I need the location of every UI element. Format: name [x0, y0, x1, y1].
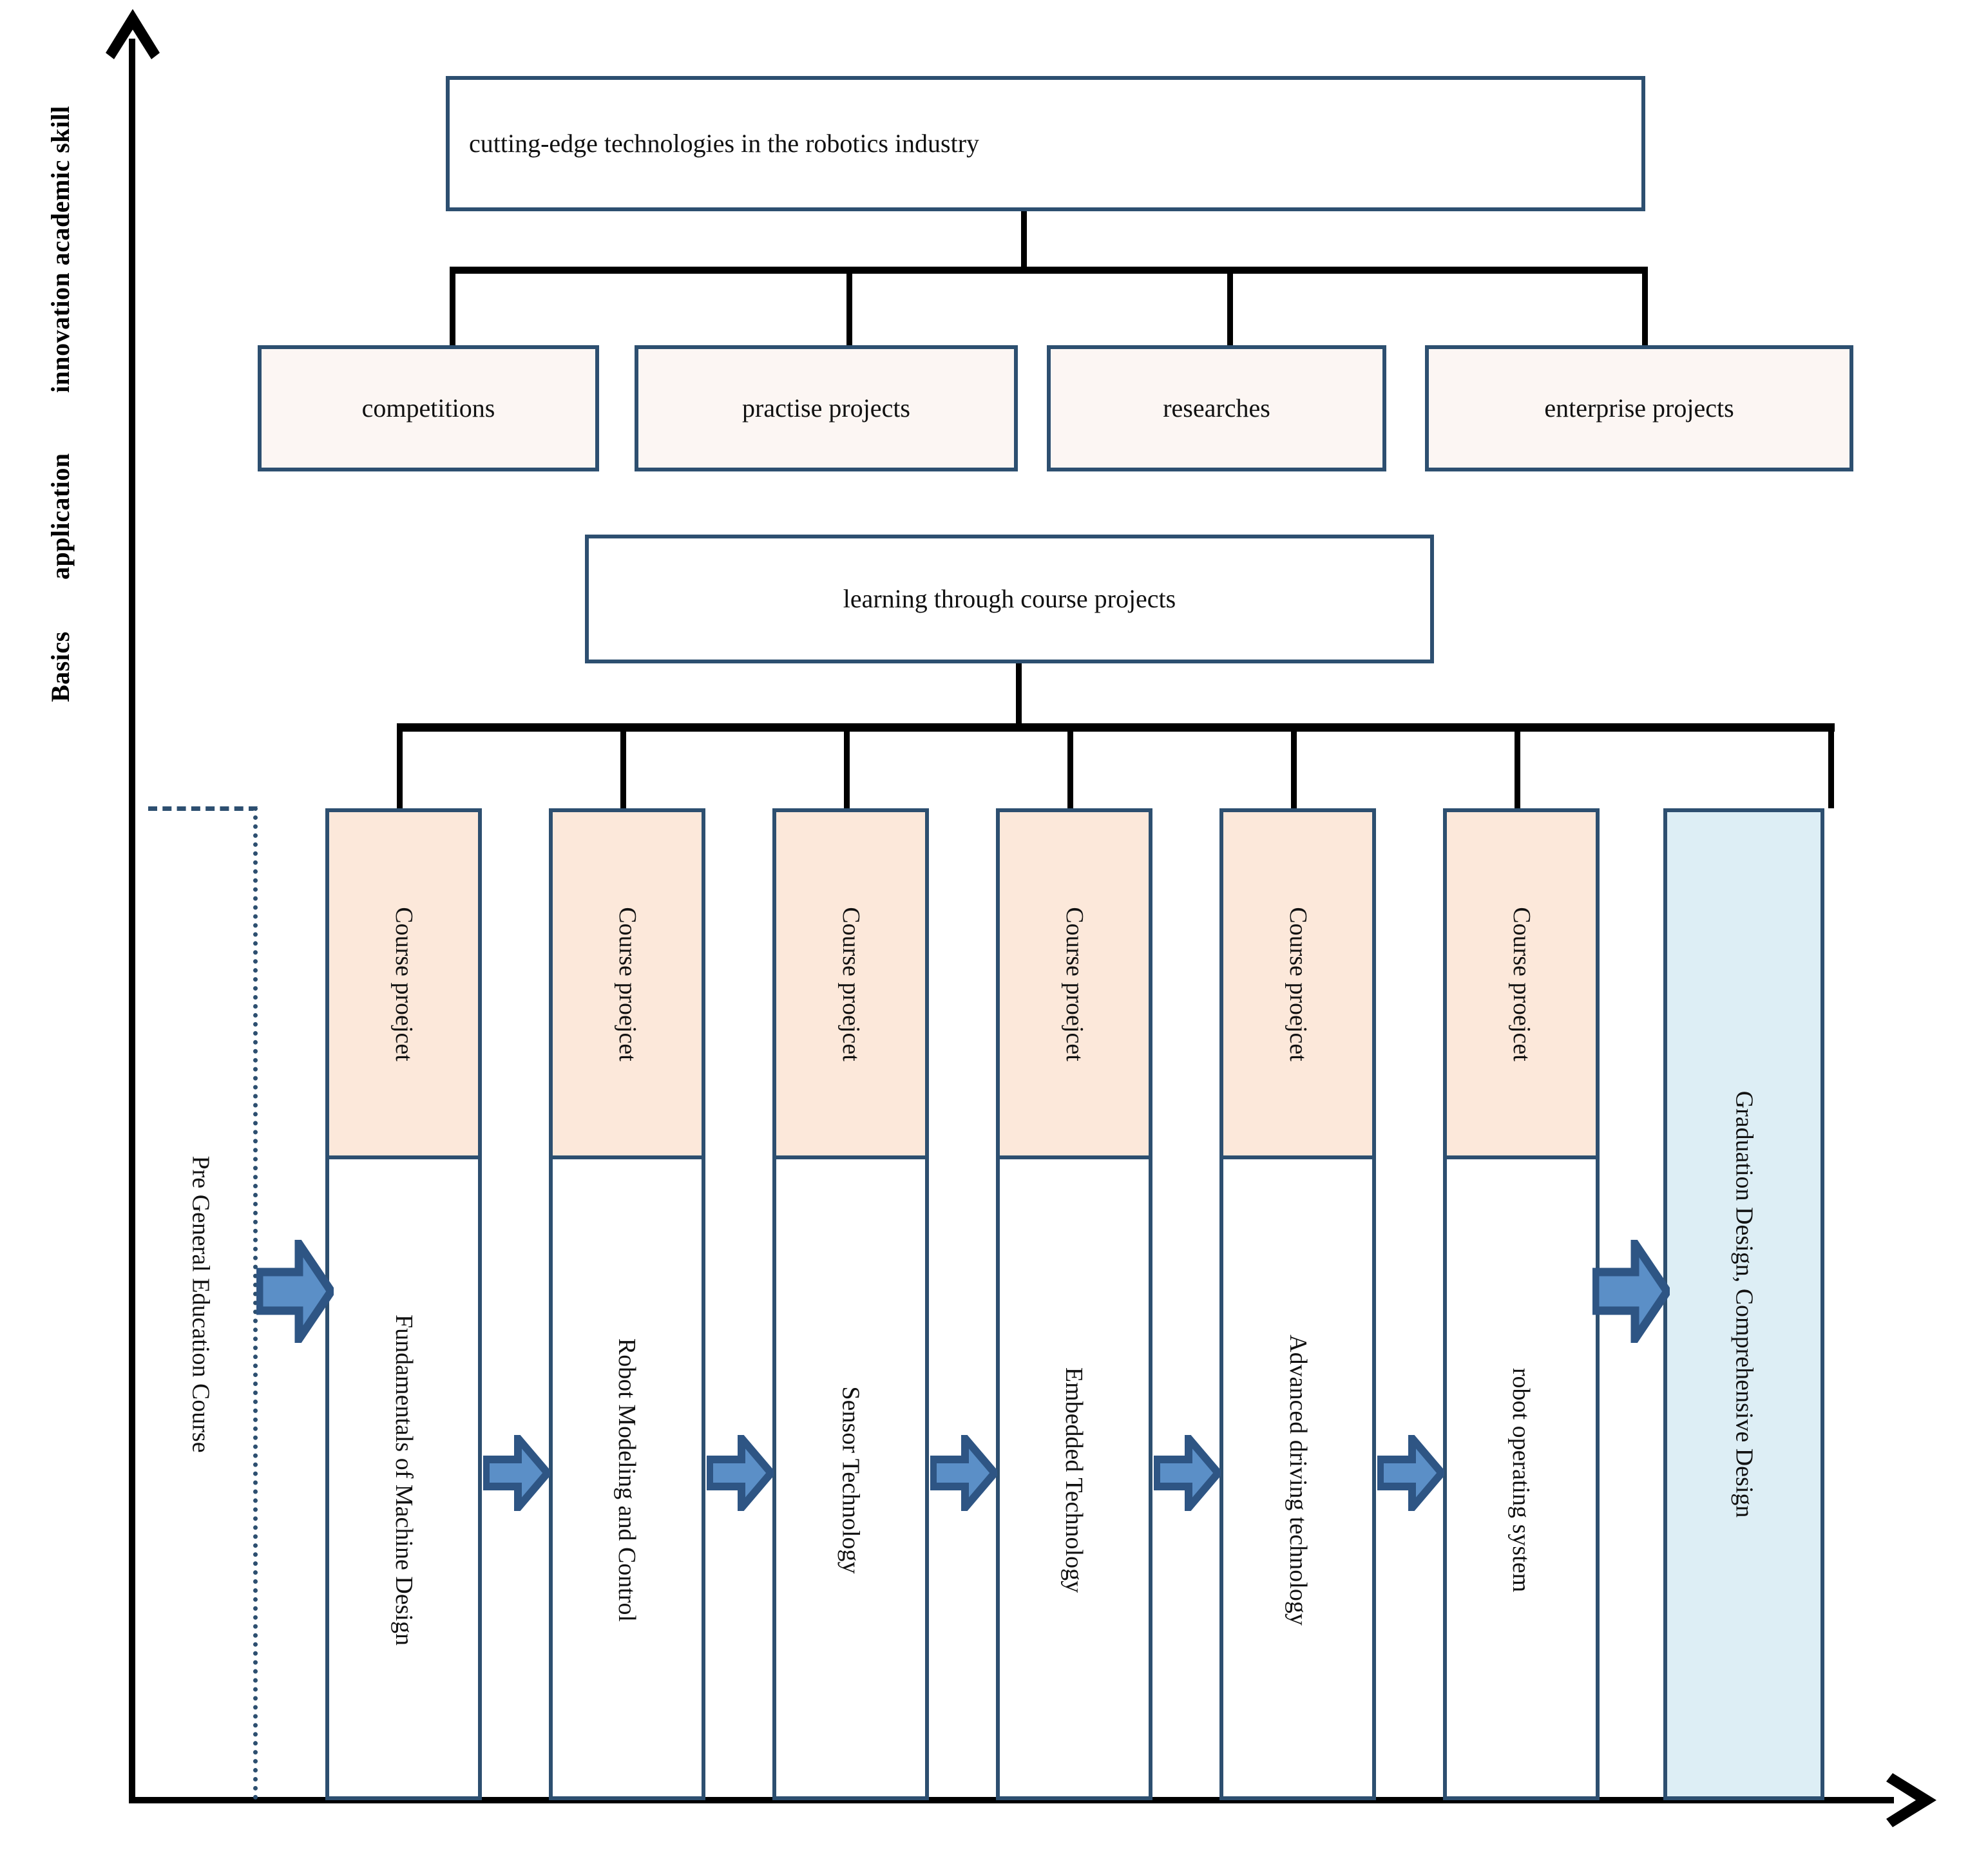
y-axis-label-innovation: innovation academic skill — [46, 106, 75, 393]
graduation-name-wrap: Graduation Design, Comprehensive Design — [1667, 812, 1821, 1796]
connector-column-drop-4 — [1291, 728, 1297, 808]
connector-column-drop-6 — [1828, 728, 1834, 808]
tier1-box[interactable]: cutting-edge technologies in the robotic… — [446, 76, 1645, 211]
course-project-header-1: Course proejcet — [549, 808, 705, 1159]
connector-column-drop-5 — [1515, 728, 1520, 808]
course-project-header-label-0: Course proejcet — [390, 906, 417, 1061]
course-project-header-0: Course proejcet — [325, 808, 482, 1159]
x-axis-line — [129, 1797, 1894, 1803]
flow-arrow-course-4-to-5 — [1377, 1435, 1444, 1511]
connector-tier2-drop-2 — [1227, 271, 1233, 348]
flow-arrow-course-1-to-2 — [707, 1435, 774, 1511]
course-project-header-3: Course proejcet — [996, 808, 1152, 1159]
course-column-4[interactable]: Course proejcet Advanced driving technol… — [1219, 808, 1376, 1800]
tier2-box-competitions[interactable]: competitions — [258, 345, 599, 471]
course-name-wrap-0: Fundamentals of Machine Design — [329, 1163, 478, 1796]
course-project-header-2: Course proejcet — [772, 808, 929, 1159]
arrow-up-icon — [103, 6, 162, 77]
course-column-0[interactable]: Course proejcet Fundamentals of Machine … — [325, 808, 482, 1800]
tier2-label-1: practise projects — [742, 394, 910, 423]
connector-column-drop-0 — [397, 728, 403, 808]
tier2-label-3: enterprise projects — [1544, 394, 1734, 423]
course-name-label-4: Advanced driving technology — [1284, 1334, 1312, 1626]
course-name-label-0: Fundamentals of Machine Design — [390, 1314, 417, 1646]
course-name-label-1: Robot Modeling and Control — [613, 1338, 641, 1622]
course-name-wrap-3: Embedded Technology — [1000, 1163, 1149, 1796]
tier1-label: cutting-edge technologies in the robotic… — [469, 129, 980, 158]
connector-tier3-drop — [1016, 663, 1022, 728]
tier2-label-2: researches — [1163, 394, 1270, 423]
course-name-wrap-4: Advanced driving technology — [1223, 1163, 1372, 1796]
flow-arrow-course-5-to-graduation — [1592, 1240, 1670, 1343]
flow-arrow-course-3-to-4 — [1154, 1435, 1221, 1511]
tier3-label: learning through course projects — [843, 584, 1176, 613]
course-project-header-label-1: Course proejcet — [613, 906, 641, 1061]
tier2-box-practise-projects[interactable]: practise projects — [635, 345, 1018, 471]
connector-column-drop-1 — [620, 728, 626, 808]
course-project-header-5: Course proejcet — [1443, 808, 1600, 1159]
connector-tier2-drop-0 — [450, 271, 455, 348]
pre-general-education-label: Pre General Education Course — [187, 1155, 215, 1453]
course-column-1[interactable]: Course proejcet Robot Modeling and Contr… — [549, 808, 705, 1800]
graduation-name-label: Graduation Design, Comprehensive Design — [1730, 1090, 1758, 1518]
pre-general-education-box[interactable]: Pre General Education Course — [148, 806, 258, 1800]
course-project-header-4: Course proejcet — [1219, 808, 1376, 1159]
tier2-box-enterprise-projects[interactable]: enterprise projects — [1425, 345, 1853, 471]
connector-tier2-drop-3 — [1642, 271, 1648, 348]
course-column-2[interactable]: Course proejcet Sensor Technology — [772, 808, 929, 1800]
course-project-header-label-4: Course proejcet — [1284, 906, 1312, 1061]
course-name-label-3: Embedded Technology — [1060, 1367, 1088, 1593]
course-name-wrap-1: Robot Modeling and Control — [553, 1163, 702, 1796]
connector-columns-bus — [397, 723, 1835, 732]
connector-column-drop-2 — [844, 728, 850, 808]
connector-tier2-bus — [450, 267, 1648, 274]
course-name-wrap-2: Sensor Technology — [776, 1163, 925, 1796]
course-column-3[interactable]: Course proejcet Embedded Technology — [996, 808, 1152, 1800]
connector-tier1-drop — [1021, 211, 1027, 271]
flow-arrow-pre-to-course-0 — [256, 1240, 334, 1343]
y-axis-line — [129, 39, 135, 1803]
y-axis-label-basics: Basics — [46, 631, 75, 702]
tier2-label-0: competitions — [361, 394, 495, 423]
course-name-label-2: Sensor Technology — [837, 1385, 865, 1574]
course-project-header-label-5: Course proejcet — [1507, 906, 1535, 1061]
tier3-box[interactable]: learning through course projects — [585, 535, 1434, 663]
flow-arrow-course-2-to-3 — [930, 1435, 997, 1511]
y-axis-label-application: application — [46, 453, 75, 580]
connector-column-drop-3 — [1067, 728, 1073, 808]
flow-arrow-course-0-to-1 — [483, 1435, 550, 1511]
course-name-label-5: robot operating system — [1507, 1367, 1535, 1592]
arrow-right-icon — [1868, 1770, 1939, 1830]
course-project-header-label-3: Course proejcet — [1060, 906, 1088, 1061]
tier2-box-researches[interactable]: researches — [1047, 345, 1386, 471]
course-project-header-label-2: Course proejcet — [837, 906, 865, 1061]
graduation-column[interactable]: Graduation Design, Comprehensive Design — [1663, 808, 1824, 1800]
connector-tier2-drop-1 — [846, 271, 852, 348]
course-column-5[interactable]: Course proejcet robot operating system — [1443, 808, 1600, 1800]
course-name-wrap-5: robot operating system — [1447, 1163, 1596, 1796]
